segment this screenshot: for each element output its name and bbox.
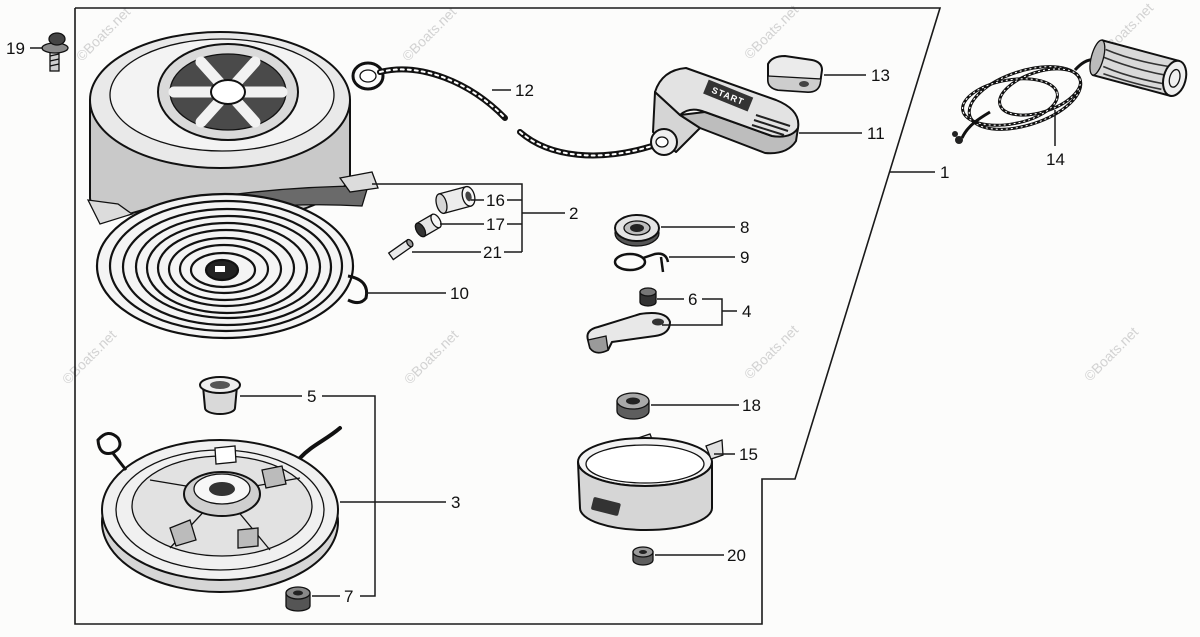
callout-17: 17 <box>486 215 505 234</box>
watermark: ©Boats.net <box>59 327 120 388</box>
callout-7: 7 <box>344 587 353 606</box>
callout-14: 14 <box>1046 150 1065 169</box>
callout-6: 6 <box>688 290 697 309</box>
washer-8 <box>614 214 660 247</box>
housing-mount-tab <box>86 199 134 225</box>
nut-7 <box>285 586 311 612</box>
bracket-2 <box>372 183 523 252</box>
reel-pawl-post <box>261 465 287 489</box>
callout-15: 15 <box>739 445 758 464</box>
callout-12: 12 <box>515 81 534 100</box>
grip-ridges <box>751 114 791 136</box>
starter-grip-11: START <box>650 67 800 156</box>
bolt-19 <box>41 32 69 72</box>
callout-20: 20 <box>727 546 746 565</box>
bracket-4 <box>662 298 723 326</box>
watermark: ©Boats.net <box>741 2 802 63</box>
collar-6 <box>639 287 657 307</box>
starter-cup-15 <box>577 433 724 531</box>
collar-16 <box>435 185 476 215</box>
callout-1: 1 <box>940 163 949 182</box>
callout-8: 8 <box>740 218 749 237</box>
pin-21 <box>387 238 414 261</box>
reel-rope-end <box>298 426 342 460</box>
bushing-5 <box>199 376 241 415</box>
housing-hub <box>210 79 246 105</box>
grip-insert-13 <box>767 55 823 93</box>
rope-knot <box>955 136 963 144</box>
bracket-3 <box>322 395 376 597</box>
watermark: ©Boats.net <box>1081 324 1142 385</box>
nut-20 <box>632 546 654 566</box>
spring-clip-9 <box>613 252 670 273</box>
callout-10: 10 <box>450 284 469 303</box>
watermark: ©Boats.net <box>741 322 802 383</box>
callout-16: 16 <box>486 191 505 210</box>
watermark: ©Boats.net <box>401 327 462 388</box>
callout-9: 9 <box>740 248 749 267</box>
collar-17 <box>414 213 442 238</box>
callout-5: 5 <box>307 387 316 406</box>
callouts: 19 12 13 11 14 1 16 17 21 2 8 9 6 4 10 5… <box>6 39 1065 606</box>
callout-4: 4 <box>742 302 751 321</box>
cup-window <box>591 497 621 516</box>
rope-reel-3 <box>96 426 342 593</box>
callout-19: 19 <box>6 39 25 58</box>
reel-notch <box>214 445 237 465</box>
recoil-starter-housing <box>86 31 385 225</box>
watermark: ©Boats.net <box>399 4 460 65</box>
rope-with-grip-14 <box>952 39 1188 144</box>
reel-pawl-post <box>169 519 197 547</box>
callout-13: 13 <box>871 66 890 85</box>
spring-hook-tab <box>347 274 369 305</box>
ratchet-pawl-4 <box>586 312 671 354</box>
rope-coil <box>960 58 1099 139</box>
rope-guide-ring <box>351 61 385 91</box>
callout-2: 2 <box>569 204 578 223</box>
callout-18: 18 <box>742 396 761 415</box>
reel-rope-knot <box>96 432 128 471</box>
leader-lines <box>30 47 1056 597</box>
callout-11: 11 <box>867 124 885 143</box>
callout-21: 21 <box>483 243 502 262</box>
recoil-spring-10 <box>95 192 369 340</box>
assembly-frame <box>74 7 942 625</box>
reel-pawl-post <box>237 527 259 549</box>
wooden-grip <box>1089 39 1188 97</box>
callout-3: 3 <box>451 493 460 512</box>
starter-rope-12 <box>377 66 655 159</box>
bolt-head <box>48 32 66 46</box>
housing-mount-tab <box>338 171 379 193</box>
nut-18 <box>616 392 650 420</box>
